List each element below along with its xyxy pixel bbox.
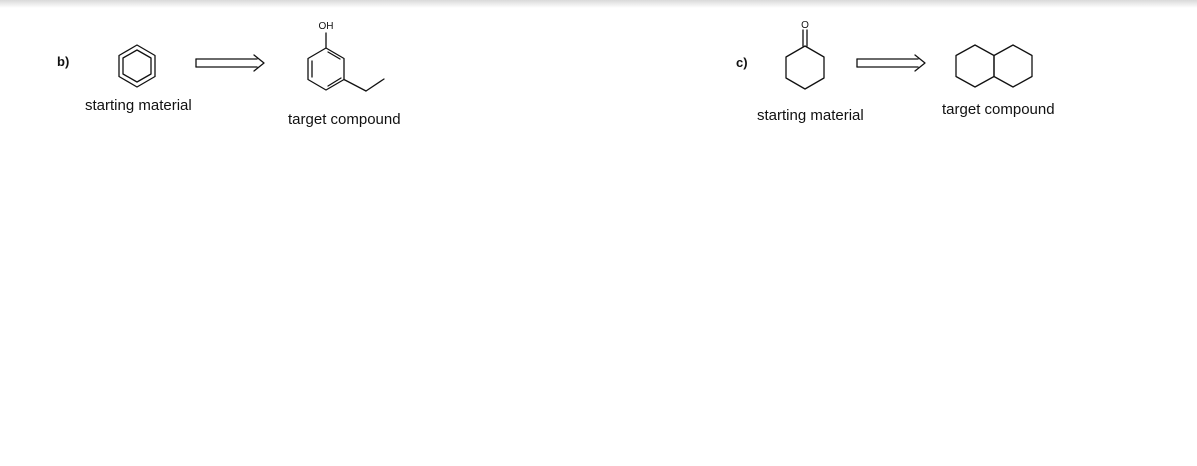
cyclohexanone-structure xyxy=(785,29,825,90)
part-c-target-caption: target compound xyxy=(942,101,1055,118)
part-b-target-caption: target compound xyxy=(288,111,401,128)
benzene-structure xyxy=(118,44,156,88)
part-c-label: c) xyxy=(736,55,748,70)
part-b-label: b) xyxy=(57,54,70,69)
part-c-starting-caption: starting material xyxy=(757,107,864,124)
retrosynthetic-arrow-b xyxy=(195,54,265,72)
retrosynthetic-arrow-c xyxy=(856,54,926,72)
decalin-structure xyxy=(955,44,1033,88)
part-b-starting-caption: starting material xyxy=(85,97,192,114)
ethylphenol-structure xyxy=(307,32,385,92)
carbonyl-oxygen-label: O xyxy=(801,20,809,31)
hydroxyl-label: OH xyxy=(319,21,334,32)
top-shadow-bar xyxy=(0,0,1197,8)
